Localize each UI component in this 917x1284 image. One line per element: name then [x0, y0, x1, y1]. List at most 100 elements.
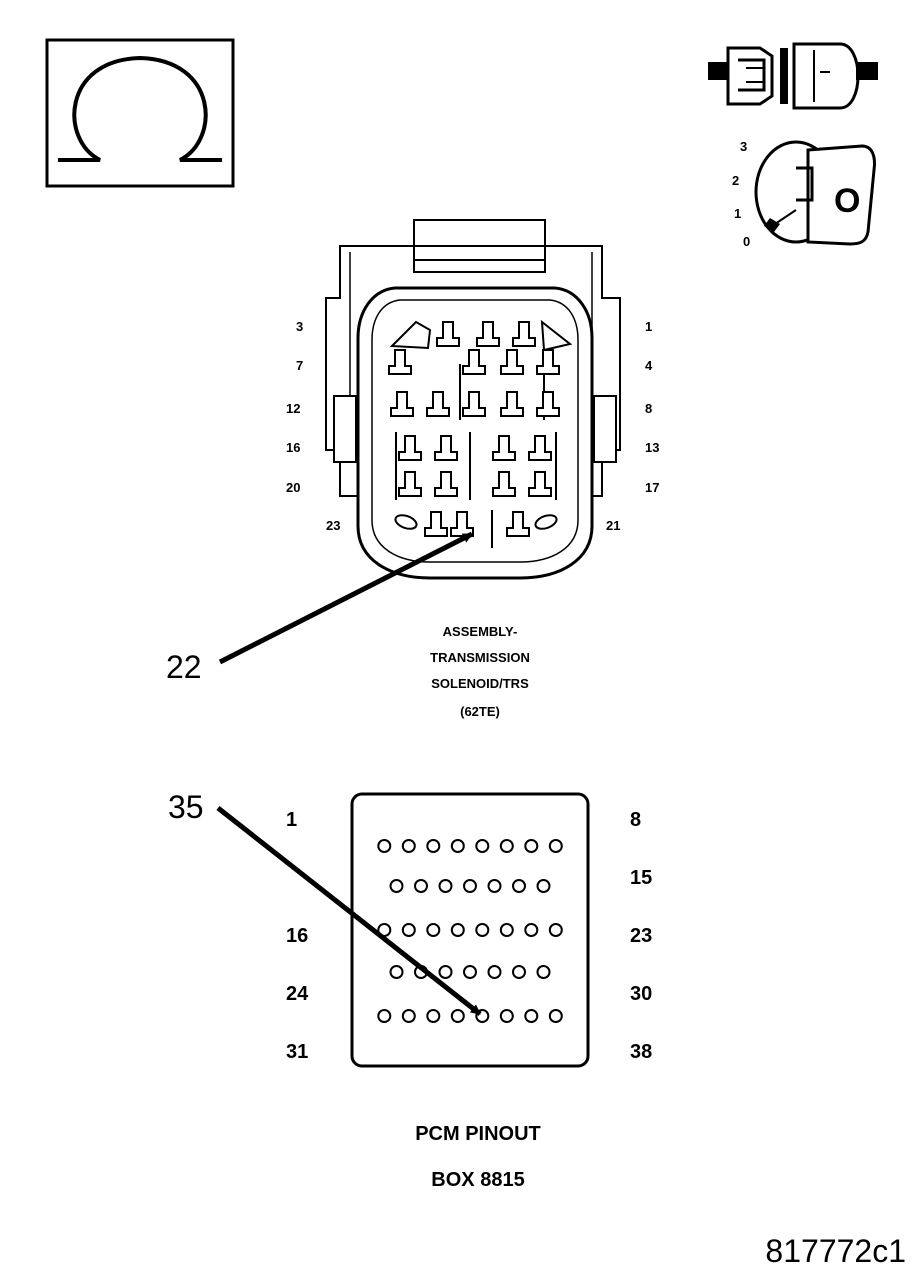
pcm-row-label-16: 16 — [286, 925, 308, 947]
pin-label-8: 8 — [645, 401, 652, 416]
pcm-caption: PCM PINOUT BOX 8815 — [415, 1123, 541, 1191]
terminal-cavity — [426, 391, 450, 417]
terminal-cavity — [476, 321, 500, 347]
pcm-pin — [524, 1009, 539, 1023]
pcm-row-label-1: 1 — [286, 809, 297, 831]
terminal-cavity — [506, 511, 530, 537]
pin-label-21: 21 — [606, 518, 620, 533]
solenoid-caption-line-1: ASSEMBLY- — [443, 624, 518, 639]
pcm-pin — [401, 839, 416, 853]
pcm-pin — [475, 923, 490, 937]
terminal-cavities — [388, 321, 560, 537]
terminal-cavity — [398, 435, 422, 461]
solenoid-caption-line-4: (62TE) — [460, 704, 500, 719]
disconnected-connector-icon — [708, 42, 878, 110]
ignition-key-icon: O 0 1 2 3 — [732, 139, 876, 249]
terminal-cavity — [492, 471, 516, 497]
pcm-row-label-31: 31 — [286, 1041, 308, 1063]
pcm-caption-line-1: PCM PINOUT — [415, 1123, 541, 1145]
pcm-pin — [512, 879, 526, 893]
ohmmeter-icon — [45, 38, 235, 188]
terminal-cavity — [434, 435, 458, 461]
pcm-pin — [426, 839, 441, 853]
pcm-pin — [512, 965, 526, 979]
pcm-pin — [426, 923, 441, 937]
pin-label-16: 16 — [286, 440, 300, 455]
terminal-cavity — [434, 471, 458, 497]
callout-22: 22 — [166, 531, 474, 685]
terminal-cavity — [462, 391, 486, 417]
terminal-cavity — [436, 321, 460, 347]
pcm-pin — [463, 965, 477, 979]
pcm-pin — [450, 923, 465, 937]
callout-35-label: 35 — [168, 789, 204, 825]
pcm-pin — [414, 879, 428, 893]
pin-label-12: 12 — [286, 401, 300, 416]
pcm-pin — [548, 923, 563, 937]
pcm-pin-grid — [377, 839, 563, 1023]
pcm-pin — [487, 879, 502, 893]
terminal-cavity — [536, 391, 560, 417]
terminal-cavity — [462, 349, 486, 375]
terminal-cavity — [500, 391, 524, 417]
terminal-cavity — [398, 471, 422, 497]
pin-label-17: 17 — [645, 480, 659, 495]
pin-label-20: 20 — [286, 480, 300, 495]
pcm-pin — [377, 839, 392, 853]
terminal-cavity — [390, 391, 414, 417]
terminal-cavity — [528, 471, 552, 497]
pcm-pin — [475, 839, 490, 853]
callout-22-label: 22 — [166, 649, 202, 685]
pin-label-4: 4 — [645, 358, 653, 373]
pcm-row-label-15: 15 — [630, 867, 652, 889]
pcm-pin — [401, 923, 416, 937]
pcm-pin — [524, 923, 539, 937]
pin-label-1: 1 — [645, 319, 652, 334]
terminal-cavity — [512, 321, 536, 347]
terminal-cavity — [528, 435, 552, 461]
ignition-position-1: 1 — [734, 206, 741, 221]
pcm-pin — [536, 965, 551, 979]
pcm-row-label-38: 38 — [630, 1041, 652, 1063]
pcm-pin — [487, 965, 502, 979]
pcm-pin — [524, 839, 539, 853]
pcm-caption-line-2: BOX 8815 — [431, 1169, 524, 1191]
document-id: 817772c1 — [765, 1233, 906, 1269]
terminal-cavity — [492, 435, 516, 461]
pcm-row-label-24: 24 — [286, 983, 309, 1005]
pin-label-23: 23 — [326, 518, 340, 533]
terminal-cavity — [388, 349, 412, 375]
pcm-row-label-8: 8 — [630, 809, 641, 831]
pcm-pin — [389, 879, 404, 893]
pcm-pin — [450, 1009, 465, 1023]
pcm-row-label-30: 30 — [630, 983, 652, 1005]
pcm-connector: 1 16 24 31 8 15 23 30 38 — [286, 792, 652, 1068]
pcm-pin — [450, 839, 465, 853]
ignition-position-3: 3 — [740, 139, 747, 154]
terminal-cavity — [424, 511, 448, 537]
terminal-cavity — [500, 349, 524, 375]
pcm-pin — [463, 879, 477, 893]
pcm-pin — [499, 923, 514, 937]
callout-35: 35 — [168, 789, 482, 1016]
pcm-pin — [438, 879, 453, 893]
pin-label-13: 13 — [645, 440, 659, 455]
pcm-pin — [389, 965, 404, 979]
pcm-pin — [426, 1009, 441, 1023]
pcm-pin — [438, 965, 453, 979]
solenoid-caption: ASSEMBLY- TRANSMISSION SOLENOID/TRS (62T… — [430, 624, 530, 719]
ignition-position-2: 2 — [732, 173, 739, 188]
pcm-pin — [536, 879, 551, 893]
ignition-key-label: O — [834, 182, 860, 220]
solenoid-caption-line-2: TRANSMISSION — [430, 650, 530, 665]
pcm-pin — [401, 1009, 416, 1023]
pcm-pin — [548, 1009, 563, 1023]
solenoid-caption-line-3: SOLENOID/TRS — [431, 676, 529, 691]
ignition-position-0: 0 — [743, 234, 750, 249]
pcm-pin — [499, 839, 514, 853]
pcm-pin — [377, 1009, 392, 1023]
pin-label-7: 7 — [296, 358, 303, 373]
pcm-row-label-23: 23 — [630, 925, 652, 947]
pcm-pin — [548, 839, 563, 853]
